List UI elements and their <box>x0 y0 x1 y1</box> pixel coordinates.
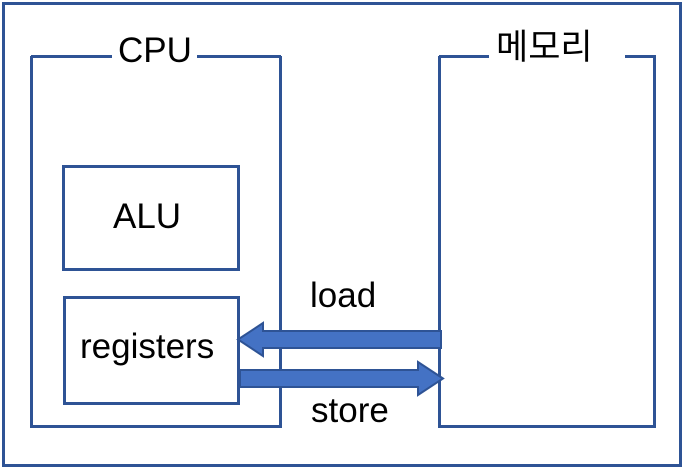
registers-box <box>63 296 240 405</box>
store-arrow <box>239 360 445 397</box>
registers-box-label: registers <box>80 327 215 366</box>
cpu-group-box <box>30 55 282 428</box>
store-arrow-label: store <box>311 391 389 430</box>
outer-frame-border <box>2 2 682 467</box>
load-arrow <box>236 321 442 358</box>
alu-box <box>62 165 240 271</box>
alu-box-label: ALU <box>113 197 182 236</box>
cpu-group-title: CPU <box>118 31 192 70</box>
memory-group-title: 메모리 <box>496 28 593 68</box>
load-arrow-label: load <box>310 276 377 315</box>
memory-group-box <box>438 55 656 428</box>
